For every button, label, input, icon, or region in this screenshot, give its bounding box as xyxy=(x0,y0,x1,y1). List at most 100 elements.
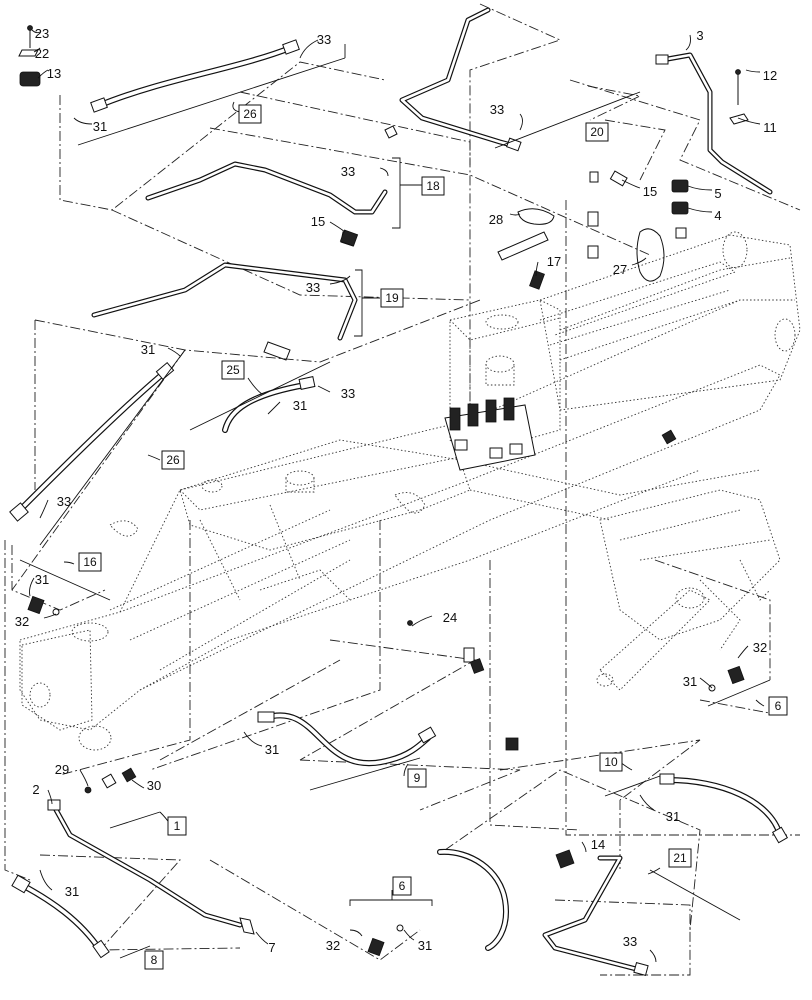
callout-box xyxy=(599,752,623,772)
callout-box xyxy=(421,176,445,196)
callout-number: 32 xyxy=(15,614,29,629)
callout-number: 31 xyxy=(683,674,697,689)
boxed-callout-10: 10 xyxy=(599,752,623,772)
boxed-callout-6: 6 xyxy=(392,876,412,896)
boxed-callout-20: 20 xyxy=(585,122,609,142)
boxed-callout-9: 9 xyxy=(407,768,427,788)
callout-33: 33 xyxy=(306,280,320,295)
callout-box xyxy=(407,768,427,788)
callout-5: 5 xyxy=(714,186,721,201)
callout-31: 31 xyxy=(418,938,432,953)
callout-box xyxy=(768,696,788,716)
callout-28: 28 xyxy=(489,212,503,227)
callout-number: 33 xyxy=(57,494,71,509)
callout-number: 9 xyxy=(414,771,421,785)
callout-box xyxy=(380,288,404,308)
callout-number: 1 xyxy=(174,819,181,833)
callout-number: 4 xyxy=(714,208,721,223)
boxed-callout-8: 8 xyxy=(144,950,164,970)
small-parts xyxy=(18,25,749,957)
callout-24: 24 xyxy=(443,610,457,625)
callout-31: 31 xyxy=(683,674,697,689)
callout-number: 31 xyxy=(666,809,680,824)
callout-31: 31 xyxy=(265,742,279,757)
callout-13: 13 xyxy=(47,66,61,81)
callout-number: 33 xyxy=(623,934,637,949)
boxed-callout-1: 1 xyxy=(167,816,187,836)
boxed-callout-25: 25 xyxy=(221,360,245,380)
callout-number: 17 xyxy=(547,254,561,269)
hose-26-left xyxy=(9,361,175,522)
callout-3: 3 xyxy=(696,28,703,43)
callout-number: 15 xyxy=(643,184,657,199)
callout-number: 23 xyxy=(35,26,49,41)
callout-27: 27 xyxy=(613,262,627,277)
callout-number: 15 xyxy=(311,214,325,229)
callout-number: 16 xyxy=(83,555,97,569)
callout-number: 31 xyxy=(35,572,49,587)
callout-15: 15 xyxy=(311,214,325,229)
callout-2: 2 xyxy=(32,782,39,797)
callout-33: 33 xyxy=(317,32,331,47)
callout-number: 33 xyxy=(317,32,331,47)
callout-number: 30 xyxy=(147,778,161,793)
callout-number: 32 xyxy=(326,938,340,953)
callout-number: 31 xyxy=(293,398,307,413)
callout-33: 33 xyxy=(57,494,71,509)
callout-14: 14 xyxy=(591,837,605,852)
callout-number: 2 xyxy=(32,782,39,797)
callout-33: 33 xyxy=(341,164,355,179)
callout-23: 23 xyxy=(35,26,49,41)
callout-4: 4 xyxy=(714,208,721,223)
callout-number: 22 xyxy=(35,46,49,61)
callout-number: 33 xyxy=(490,102,504,117)
callout-31: 31 xyxy=(141,342,155,357)
group-outlines xyxy=(4,3,801,976)
callout-number: 19 xyxy=(385,291,399,305)
callout-number: 33 xyxy=(341,164,355,179)
callout-number: 31 xyxy=(65,884,79,899)
callout-number: 11 xyxy=(763,120,777,135)
callout-32: 32 xyxy=(753,640,767,655)
callout-31: 31 xyxy=(293,398,307,413)
boxed-callout-18: 18 xyxy=(421,176,445,196)
callout-31: 31 xyxy=(65,884,79,899)
callout-number: 31 xyxy=(265,742,279,757)
callout-32: 32 xyxy=(15,614,29,629)
callout-number: 12 xyxy=(763,68,777,83)
callout-15: 15 xyxy=(643,184,657,199)
control-valve xyxy=(444,397,536,471)
callout-11: 11 xyxy=(763,120,777,135)
callout-29: 29 xyxy=(55,762,69,777)
callout-number: 21 xyxy=(673,851,687,865)
callout-number: 10 xyxy=(604,755,618,769)
callout-number: 27 xyxy=(613,262,627,277)
callout-number: 29 xyxy=(55,762,69,777)
boxed-callout-26: 26 xyxy=(161,450,185,470)
callout-number: 26 xyxy=(243,107,257,121)
callout-number: 18 xyxy=(426,179,440,193)
callout-number: 7 xyxy=(268,940,275,955)
callout-box xyxy=(78,552,102,572)
tube-21 xyxy=(542,855,649,976)
callout-number: 24 xyxy=(443,610,457,625)
boxed-callout-6: 6 xyxy=(768,696,788,716)
callout-31: 31 xyxy=(666,809,680,824)
callout-31: 31 xyxy=(35,572,49,587)
callout-22: 22 xyxy=(35,46,49,61)
callout-box xyxy=(668,848,692,868)
boxed-callout-26: 26 xyxy=(238,104,262,124)
callout-32: 32 xyxy=(326,938,340,953)
hose-10 xyxy=(659,773,789,844)
callout-30: 30 xyxy=(147,778,161,793)
boxed-callout-16: 16 xyxy=(78,552,102,572)
callout-number: 26 xyxy=(166,453,180,467)
leader-lines xyxy=(19,29,771,963)
tubes xyxy=(9,7,789,976)
callout-number: 5 xyxy=(714,186,721,201)
boxed-callout-19: 19 xyxy=(380,288,404,308)
hose-8 xyxy=(11,874,110,959)
